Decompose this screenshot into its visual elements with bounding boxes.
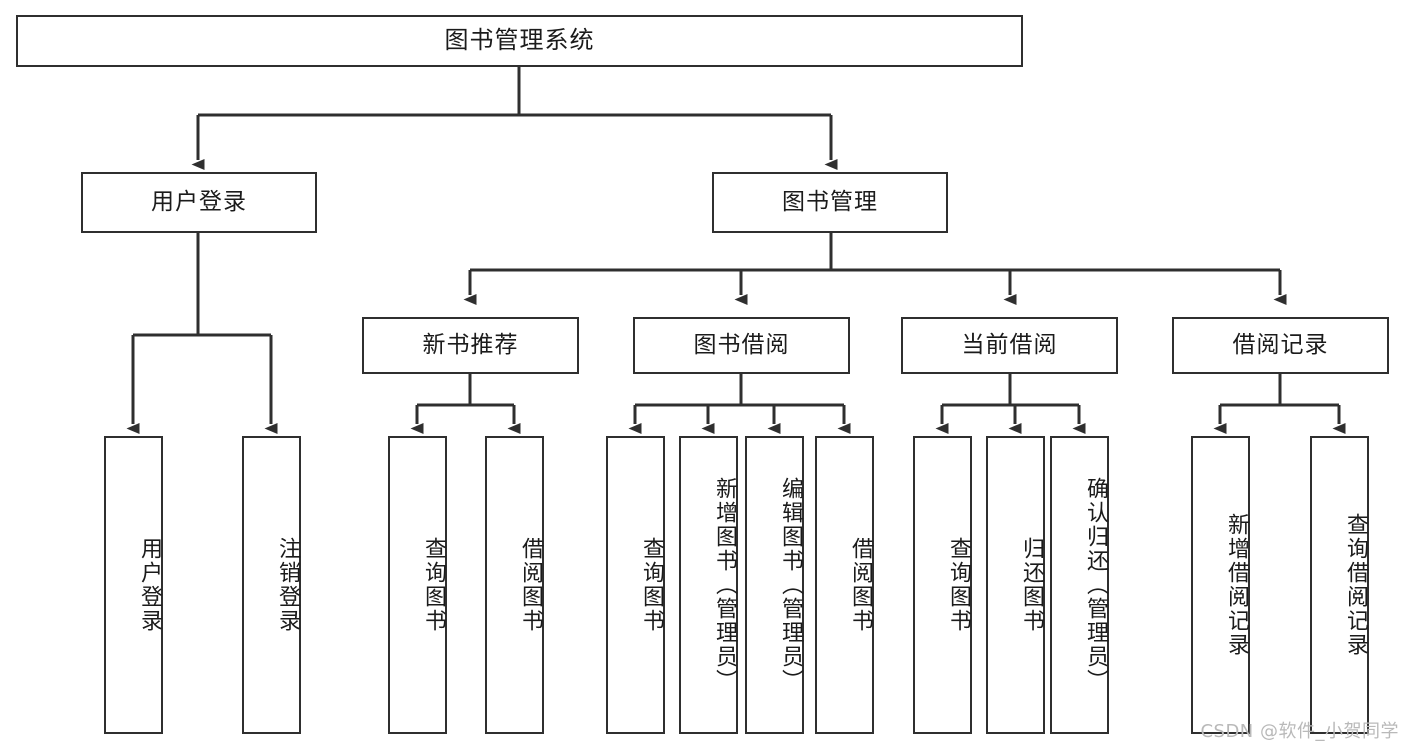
leaf-edit-book-admin[interactable]: 编辑图书（管理员） bbox=[745, 436, 804, 734]
node-current-borrow[interactable]: 当前借阅 bbox=[901, 317, 1118, 374]
node-root-book-management-system[interactable]: 图书管理系统 bbox=[16, 15, 1023, 67]
node-label: 新增借阅记录 bbox=[1224, 513, 1249, 657]
node-book-borrow[interactable]: 图书借阅 bbox=[633, 317, 850, 374]
node-label: 确认归还（管理员） bbox=[1083, 477, 1108, 693]
leaf-confirm-return-admin[interactable]: 确认归还（管理员） bbox=[1050, 436, 1109, 734]
node-user-login[interactable]: 用户登录 bbox=[81, 172, 317, 233]
watermark-text: CSDN @软件_小贺同学 bbox=[1200, 721, 1399, 742]
leaf-add-book-admin[interactable]: 新增图书（管理员） bbox=[679, 436, 738, 734]
node-label: 图书管理 bbox=[782, 189, 878, 216]
node-label: 查询图书 bbox=[421, 537, 446, 633]
node-borrow-record[interactable]: 借阅记录 bbox=[1172, 317, 1389, 374]
node-label: 归还图书 bbox=[1019, 537, 1044, 633]
node-book-manage[interactable]: 图书管理 bbox=[712, 172, 948, 233]
leaf-logout-login[interactable]: 注销登录 bbox=[242, 436, 301, 734]
node-new-book-recommend[interactable]: 新书推荐 bbox=[362, 317, 579, 374]
leaf-return-book[interactable]: 归还图书 bbox=[986, 436, 1045, 734]
node-label: 借阅图书 bbox=[518, 537, 543, 633]
node-label: 图书管理系统 bbox=[444, 26, 595, 55]
node-label: 用户登录 bbox=[137, 537, 162, 633]
node-label: 借阅记录 bbox=[1232, 332, 1329, 359]
node-label: 用户登录 bbox=[151, 189, 247, 216]
node-label: 查询借阅记录 bbox=[1343, 513, 1368, 657]
node-label: 借阅图书 bbox=[848, 537, 873, 633]
leaf-query-book-from-recommend[interactable]: 查询图书 bbox=[388, 436, 447, 734]
leaf-borrow-book-from-borrow[interactable]: 借阅图书 bbox=[815, 436, 874, 734]
leaf-add-borrow-record[interactable]: 新增借阅记录 bbox=[1191, 436, 1250, 734]
node-label: 编辑图书（管理员） bbox=[778, 477, 803, 693]
node-label: 图书借阅 bbox=[693, 332, 790, 359]
leaf-query-borrow-record[interactable]: 查询借阅记录 bbox=[1310, 436, 1369, 734]
leaf-query-book-from-borrow[interactable]: 查询图书 bbox=[606, 436, 665, 734]
leaf-borrow-book-from-recommend[interactable]: 借阅图书 bbox=[485, 436, 544, 734]
leaf-query-book-from-current[interactable]: 查询图书 bbox=[913, 436, 972, 734]
node-label: 新增图书（管理员） bbox=[712, 477, 737, 693]
node-label: 查询图书 bbox=[639, 537, 664, 633]
leaf-user-login[interactable]: 用户登录 bbox=[104, 436, 163, 734]
node-label: 注销登录 bbox=[275, 537, 300, 633]
node-label: 当前借阅 bbox=[961, 332, 1058, 359]
node-label: 查询图书 bbox=[946, 537, 971, 633]
node-label: 新书推荐 bbox=[422, 332, 519, 359]
